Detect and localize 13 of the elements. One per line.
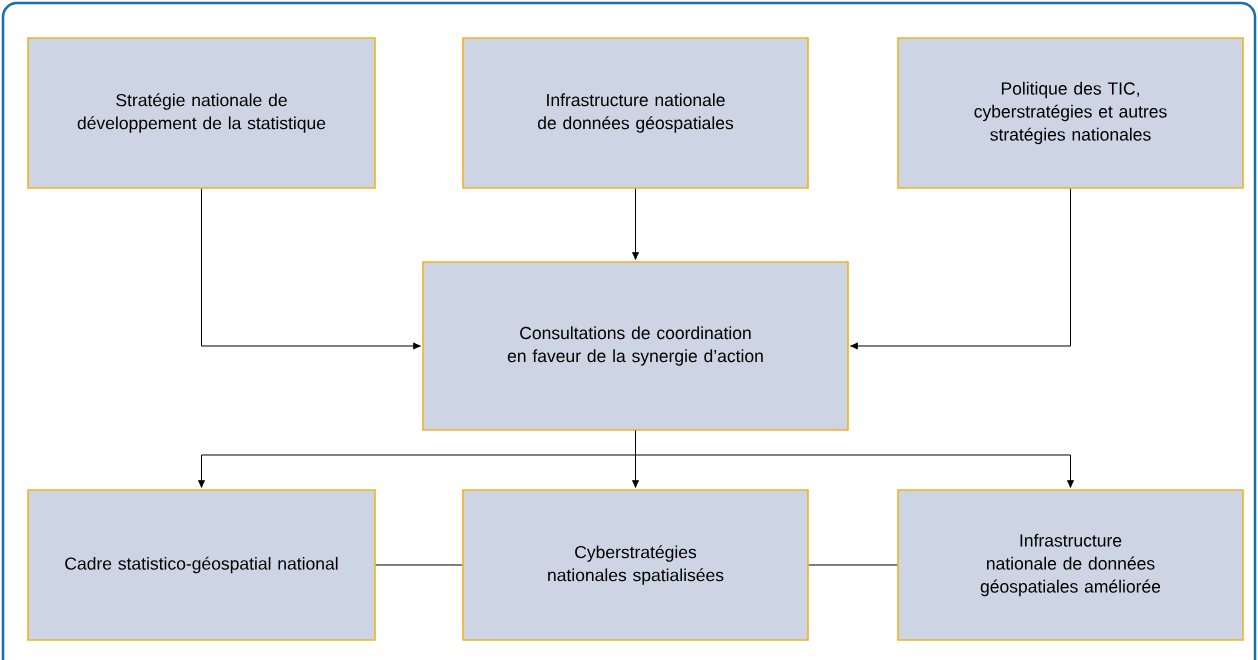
process-box: Cadre statistico-géospatial national: [27, 489, 376, 641]
arrow: [631, 188, 640, 260]
arrow: [850, 188, 1071, 350]
process-box: Infrastructure nationale de données géospatiales: [462, 37, 809, 189]
connector-line: [808, 564, 898, 566]
process-box: Consultations de coordination en faveur de la synergie d’action: [422, 261, 849, 431]
process-box: Stratégie nationale de développement de la statistique: [27, 37, 376, 189]
connector-line: [375, 564, 463, 566]
arrow: [635, 430, 1075, 488]
process-box: Cyberstratégies nationales spatialisées: [462, 489, 809, 641]
process-box: Politique des TIC, cyberstratégies et autres stratégies nationales: [897, 37, 1244, 189]
process-box: Infrastructure nationale de données géospatiales améliorée: [897, 489, 1244, 641]
arrow: [201, 188, 421, 350]
